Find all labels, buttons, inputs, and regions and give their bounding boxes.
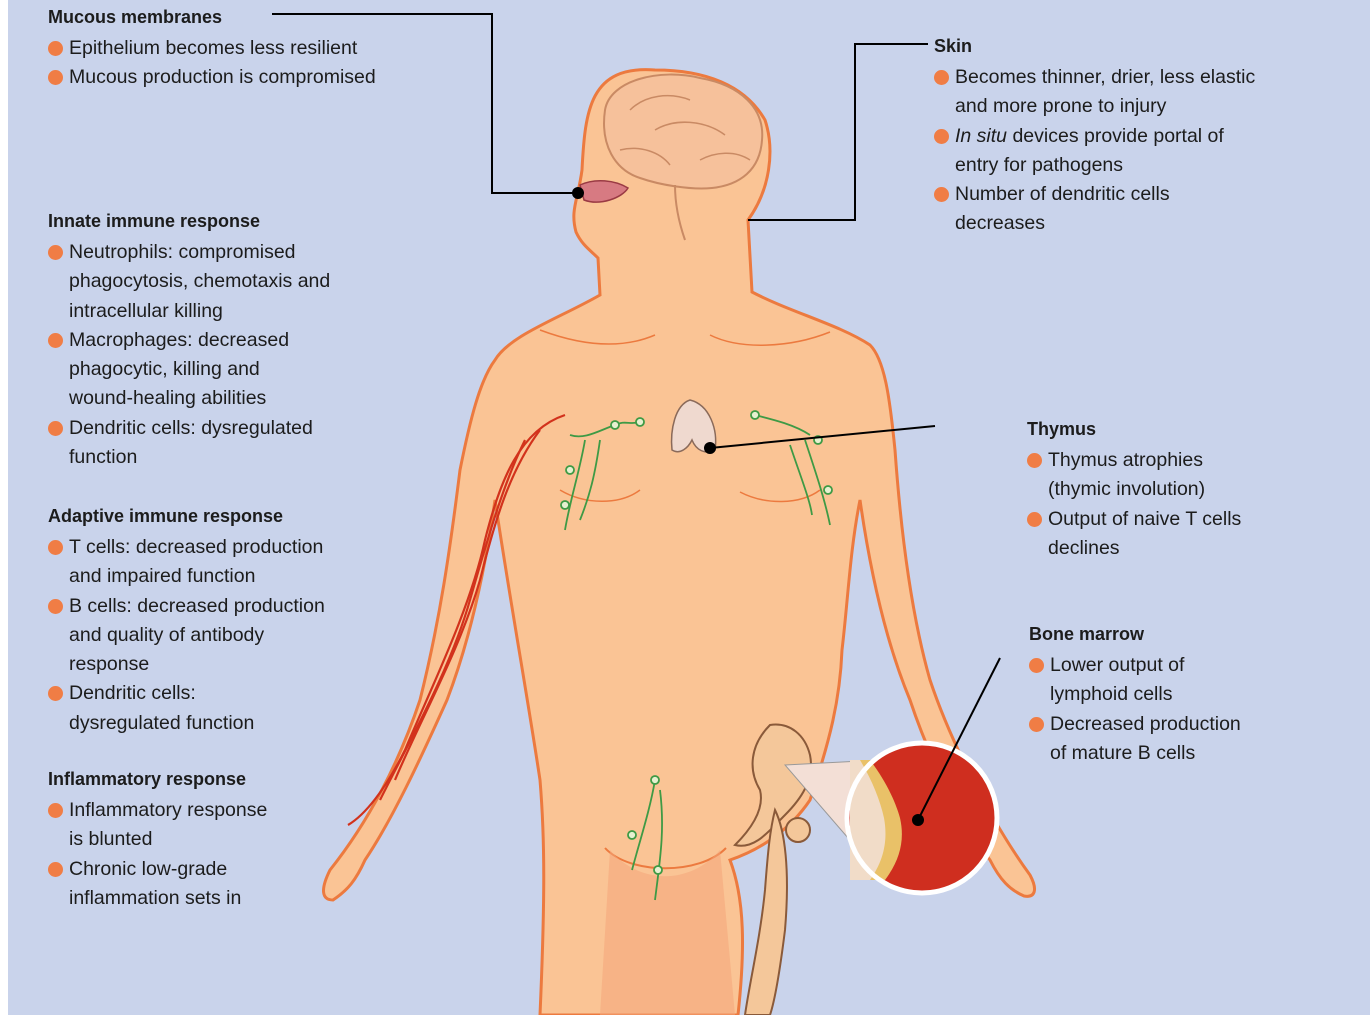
skin-section: Skin Becomes thinner, drier, less elasti…	[934, 35, 1255, 239]
bullet-icon	[48, 333, 63, 348]
innate-title: Innate immune response	[48, 210, 330, 232]
mucous-membranes-title: Mucous membranes	[48, 6, 376, 28]
skin-title: Skin	[934, 35, 1255, 57]
bullet-icon	[1029, 717, 1044, 732]
inflammatory-response-section: Inflammatory response Inflammatory respo…	[48, 768, 267, 913]
bullet-icon	[934, 129, 949, 144]
bone-marrow-title: Bone marrow	[1029, 623, 1241, 645]
thymus-item-atrophies: Thymus atrophies(thymic involution)	[1027, 446, 1241, 505]
mucous-membranes-section: Mucous membranes Epithelium becomes less…	[48, 6, 376, 93]
bullet-icon	[934, 70, 949, 85]
bullet-icon	[48, 41, 63, 56]
bullet-icon	[48, 599, 63, 614]
bullet-icon	[934, 187, 949, 202]
thymus-title: Thymus	[1027, 418, 1241, 440]
inflammatory-title: Inflammatory response	[48, 768, 267, 790]
bullet-icon	[48, 421, 63, 436]
mucous-item-2: Mucous production is compromised	[48, 63, 376, 92]
bullet-icon	[1027, 453, 1042, 468]
mucous-item-1: Epithelium becomes less resilient	[48, 34, 376, 63]
bullet-icon	[48, 245, 63, 260]
thymus-section: Thymus Thymus atrophies(thymic involutio…	[1027, 418, 1241, 563]
innate-immune-response-section: Innate immune response Neutrophils: comp…	[48, 210, 330, 472]
adaptive-title: Adaptive immune response	[48, 505, 325, 527]
bullet-icon	[48, 803, 63, 818]
bone-marrow-magnifier	[785, 743, 997, 893]
bullet-icon	[48, 686, 63, 701]
bullet-icon	[1027, 512, 1042, 527]
bullet-icon	[48, 862, 63, 877]
bullet-icon	[48, 70, 63, 85]
bullet-icon	[1029, 658, 1044, 673]
bullet-icon	[48, 540, 63, 555]
adaptive-immune-response-section: Adaptive immune response T cells: decrea…	[48, 505, 325, 738]
adaptive-item-dendritic: Dendritic cells:dysregulated function	[48, 679, 325, 738]
